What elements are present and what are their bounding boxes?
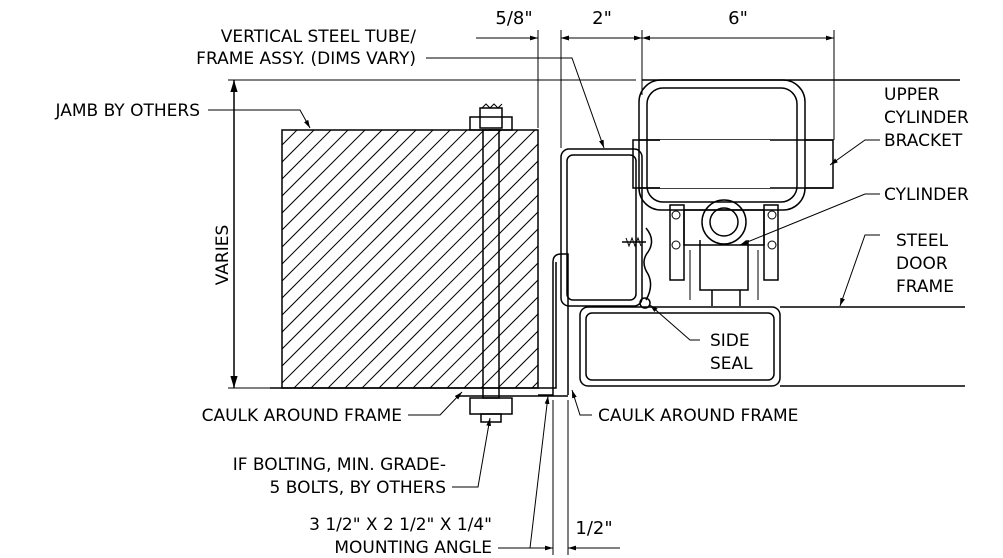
hatch-line [310,160,538,388]
hatch-line [22,130,280,388]
hatch-line [378,228,538,388]
label-cylinder: CYLINDER [884,185,969,205]
hatch-line [412,262,538,388]
hatch-line [282,130,315,163]
label-bolting-1: IF BOLTING, MIN. GRADE- [233,455,446,475]
dim-six-inch: 6" [728,8,748,29]
leader-lines [208,57,880,549]
label-upper-cylinder-3: BRACKET [884,131,963,151]
dim-half-inch: 1/2" [575,518,612,539]
label-bolting-2: 5 BOLTS, BY OTHERS [270,478,447,498]
reference-lines [270,79,965,389]
label-steel-door-1: STEEL [896,231,949,251]
hatch-line [282,130,536,384]
label-upper-cylinder-2: CYLINDER [884,108,969,128]
label-side-seal-2: SEAL [710,354,753,374]
side-seal [622,227,653,309]
hatch-line [344,194,538,388]
hatch-line [282,130,502,350]
label-caulk-right: CAULK AROUND FRAME [598,406,798,426]
bolt [469,103,513,423]
hatch-line [282,130,349,197]
label-jamb: JAMB BY OTHERS [55,101,201,121]
jamb-block [22,129,539,389]
door-frame-box [579,306,781,387]
dim-five-eighths: 5/8" [495,8,532,29]
hatch-line [293,143,538,388]
dimension-lines [228,30,835,555]
upper-cylinder-bracket [632,79,834,211]
dimension-text: 5/8" 2" 6" 1/2" [495,8,747,539]
labels: VERTICAL STEEL TUBE/ FRAME ASSY. (DIMS V… [55,27,969,558]
hatch-line [282,130,519,367]
label-varies: VARIES [213,225,233,286]
label-caulk-left: CAULK AROUND FRAME [202,406,402,426]
hatch-line [395,245,538,388]
cylinder [669,199,779,306]
label-angle-1: 3 1/2" X 2 1/2" X 1/4" [309,515,492,535]
label-upper-cylinder-1: UPPER [884,85,940,105]
hatch-line [429,279,538,388]
hatch-line [282,130,485,333]
hatch-line [282,130,451,299]
label-steel-door-3: FRAME [896,277,954,297]
hatch-line [327,177,538,388]
hatch-line [282,130,468,316]
hatch-line [282,130,298,146]
hatch-line [282,130,434,282]
label-angle-2: MOUNTING ANGLE [334,538,492,558]
dim-two-inch: 2" [592,8,612,29]
hatch-line [480,330,538,388]
label-vertical-tube-line2: FRAME ASSY. (DIMS VARY) [196,49,416,69]
hatch-line [463,313,538,388]
hatch-line [282,130,366,214]
label-steel-door-2: DOOR [896,254,948,274]
vertical-steel-tube [560,148,643,307]
jamb-hatching [22,130,538,388]
hatch-line [282,130,400,248]
hatch-line [282,130,383,231]
label-vertical-tube-line1: VERTICAL STEEL TUBE/ [221,27,416,47]
hatch-line [361,211,538,388]
hatch-line [282,130,417,265]
label-side-seal-1: SIDE [710,331,750,351]
hatch-line [446,296,538,388]
hatch-line [282,130,332,180]
